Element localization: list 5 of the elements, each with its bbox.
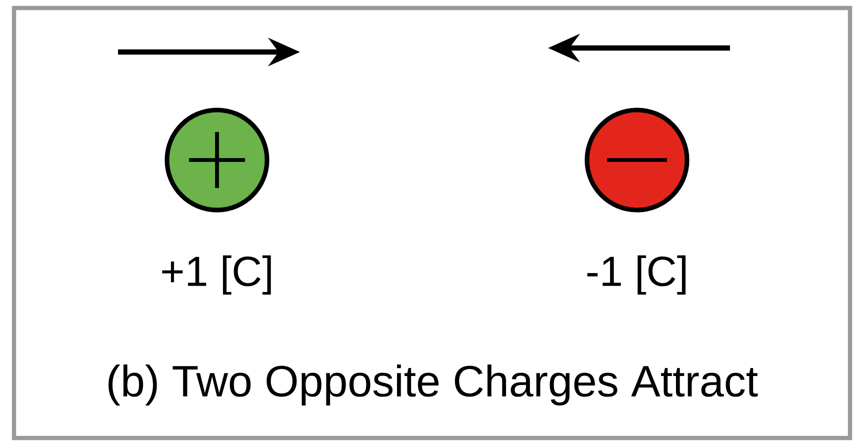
charge-label: -1 [C] (587, 255, 686, 295)
charge-label: +1 [C] (162, 255, 271, 295)
charge-circle (584, 108, 690, 212)
caption: (b) Two Opposite Charges Attract (108, 364, 758, 406)
charge-circle (164, 108, 270, 212)
